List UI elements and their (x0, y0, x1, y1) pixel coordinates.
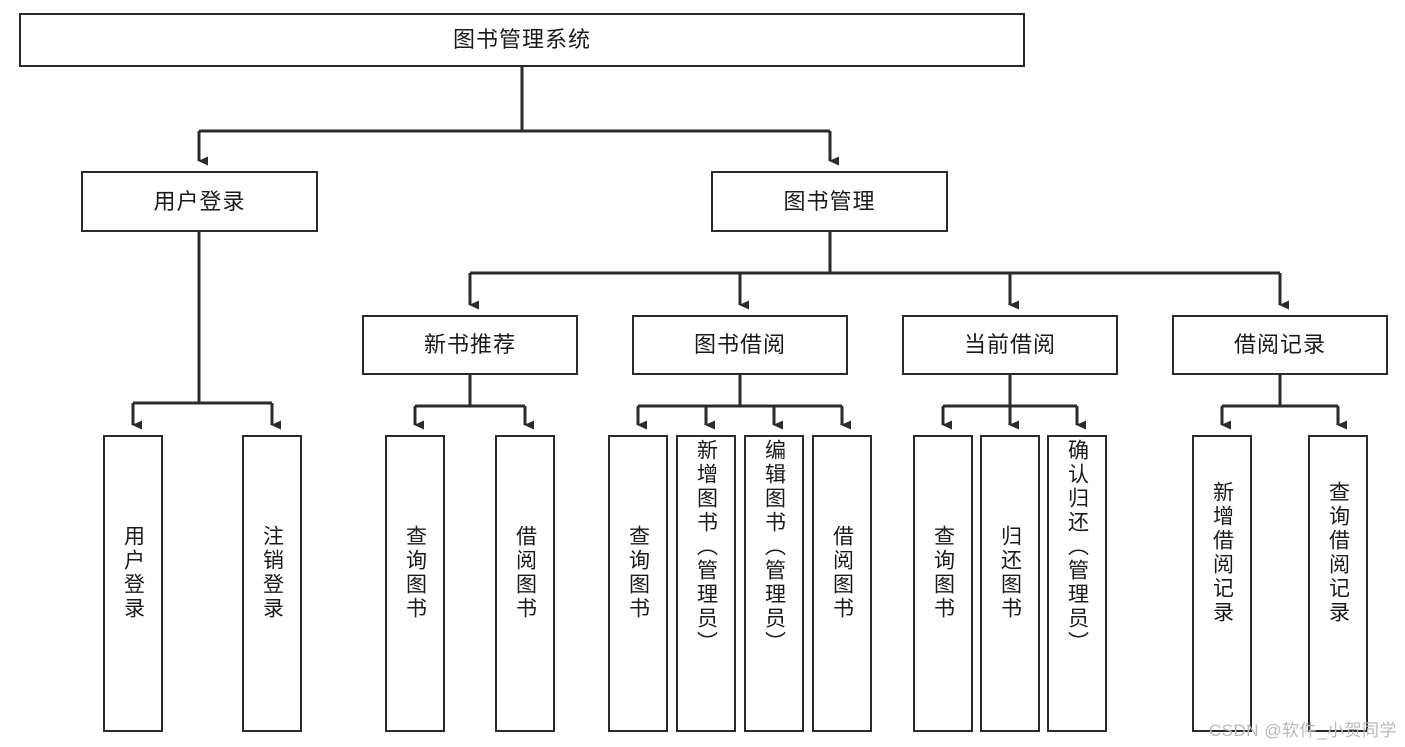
leaf-add-book-admin[interactable]: 新增图书（管理员） (676, 435, 736, 732)
leaf-confirm-return-admin[interactable]: 确认归还（管理员） (1047, 435, 1107, 732)
node-label: 用户登录 (153, 188, 246, 214)
node-label: 图书借阅 (693, 332, 786, 358)
node-label: 归还图书 (998, 525, 1022, 621)
leaf-logout[interactable]: 注销登录 (242, 435, 302, 732)
node-label: 当前借阅 (963, 332, 1056, 358)
node-label: 新书推荐 (423, 332, 516, 358)
leaf-add-borrow-record[interactable]: 新增借阅记录 (1192, 435, 1252, 732)
leaf-query-borrow-record[interactable]: 查询借阅记录 (1308, 435, 1368, 732)
node-label: 新增借阅记录 (1210, 481, 1234, 625)
node-label: 注销登录 (260, 525, 284, 621)
node-book-management[interactable]: 图书管理 (711, 171, 948, 232)
node-label: 查询图书 (626, 525, 650, 621)
node-label: 借阅图书 (830, 525, 854, 621)
node-label: 用户登录 (121, 525, 145, 621)
node-book-borrow[interactable]: 图书借阅 (632, 315, 848, 375)
node-current-borrow[interactable]: 当前借阅 (902, 315, 1118, 375)
node-user-login[interactable]: 用户登录 (81, 171, 318, 232)
node-label: 编辑图书（管理员） (762, 439, 786, 655)
node-label: 查询图书 (931, 525, 955, 621)
leaf-borrow-book[interactable]: 借阅图书 (812, 435, 872, 732)
node-label: 查询图书 (403, 525, 427, 621)
leaf-query-book-borrow[interactable]: 查询图书 (608, 435, 668, 732)
leaf-user-login[interactable]: 用户登录 (103, 435, 163, 732)
node-label: 借阅图书 (513, 525, 537, 621)
node-label: 新增图书（管理员） (694, 439, 718, 655)
node-label: 查询借阅记录 (1326, 481, 1350, 625)
leaf-return-book[interactable]: 归还图书 (980, 435, 1040, 732)
node-borrow-record[interactable]: 借阅记录 (1172, 315, 1388, 375)
leaf-edit-book-admin[interactable]: 编辑图书（管理员） (744, 435, 804, 732)
leaf-query-book-current[interactable]: 查询图书 (913, 435, 973, 732)
node-label: 图书管理系统 (452, 27, 591, 53)
leaf-borrow-book-recommend[interactable]: 借阅图书 (495, 435, 555, 732)
node-label: 借阅记录 (1233, 332, 1326, 358)
node-root-book-management-system[interactable]: 图书管理系统 (19, 13, 1025, 67)
node-label: 确认归还（管理员） (1065, 439, 1089, 655)
watermark: CSDN @软件_小贺同学 (1208, 721, 1397, 740)
node-new-book-recommend[interactable]: 新书推荐 (362, 315, 578, 375)
leaf-query-book-recommend[interactable]: 查询图书 (385, 435, 445, 732)
node-label: 图书管理 (783, 188, 876, 214)
